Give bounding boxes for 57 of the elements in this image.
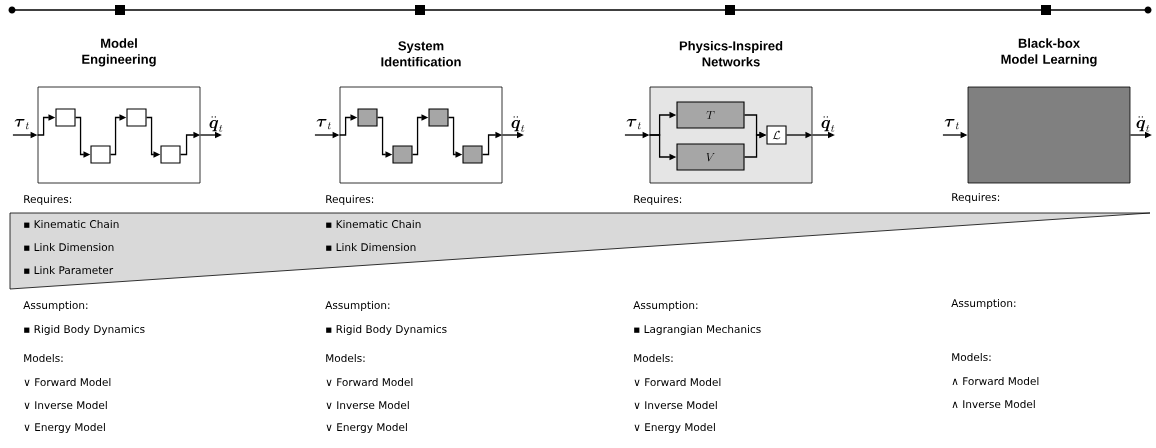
list-item: ∨ Energy Model: [326, 422, 407, 434]
block-box: [462, 145, 483, 164]
list-item: ∨ Inverse Model: [24, 400, 107, 410]
input-symbol: $\boldsymbol{\tau}_t$: [944, 118, 960, 130]
list-item: ▪ Kinematic Chain: [326, 219, 421, 229]
node-label: Model Engineering: [82, 38, 156, 67]
model-box: Black-box Model Learning: [967, 38, 1131, 184]
list-item: ▪ Link Dimension: [24, 242, 114, 252]
list-heading: Models:: [634, 353, 673, 363]
block-box: [126, 108, 147, 127]
list-item: ∨ Energy Model: [24, 422, 105, 434]
block-box: [55, 108, 76, 127]
list-heading: Assumption:: [951, 298, 1016, 310]
input-symbol: $\boldsymbol{\tau}_t$: [626, 118, 642, 130]
list-item: ▪ Rigid Body Dynamics: [326, 324, 447, 336]
list-heading: Requires:: [326, 194, 374, 206]
list-item: ∨ Forward Model: [24, 377, 111, 387]
list-item: ▪ Rigid Body Dynamics: [24, 324, 145, 336]
list-item: ▪ Lagrangian Mechanics: [634, 324, 761, 336]
list-item: ▪ Link Dimension: [326, 242, 416, 252]
output-symbol: $\ddot{\boldsymbol{q}}_t$: [821, 116, 835, 132]
model-box: System Identification: [339, 41, 503, 184]
list-heading: Requires:: [952, 192, 1000, 204]
block-box: $T$: [676, 101, 745, 129]
output-symbol: $\ddot{\boldsymbol{q}}_t$: [1136, 116, 1150, 132]
list-heading: Models:: [326, 353, 365, 363]
list-item: ∨ Forward Model: [326, 377, 413, 387]
list-item: ▪ Kinematic Chain: [24, 219, 119, 229]
block-box: $V$: [676, 143, 745, 171]
list-heading: Requires:: [24, 194, 72, 206]
list-item: ∧ Forward Model: [952, 376, 1039, 386]
list-heading: Assumption:: [325, 300, 390, 312]
block-box: [90, 145, 111, 164]
block-box: [428, 108, 449, 127]
node-label: Black-box Model Learning: [1001, 38, 1097, 67]
node-label: Physics-Inspired Networks: [679, 40, 783, 67]
block-box: [357, 108, 378, 127]
list-heading: Assumption:: [23, 300, 88, 312]
block-box: $\mathcal{L}$: [766, 125, 787, 145]
list-item: ∨ Inverse Model: [326, 400, 409, 410]
list-item: ∨ Forward Model: [634, 377, 721, 387]
block-box: [392, 145, 413, 164]
list-heading: Models:: [952, 352, 991, 362]
output-symbol: $\ddot{\boldsymbol{q}}_t$: [511, 116, 525, 132]
list-item: ∧ Inverse Model: [952, 399, 1035, 409]
list-heading: Requires:: [634, 194, 682, 206]
output-symbol: $\ddot{\boldsymbol{q}}_t$: [209, 116, 223, 132]
node-label: System Identification: [381, 41, 461, 67]
input-symbol: $\boldsymbol{\tau}_t$: [316, 118, 332, 130]
model-box: Model Engineering: [37, 38, 201, 184]
list-item: ▪ Link Parameter: [24, 265, 114, 275]
list-item: ∨ Inverse Model: [634, 400, 717, 410]
list-item: ∨ Energy Model: [634, 422, 715, 434]
input-symbol: $\boldsymbol{\tau}_t$: [14, 118, 30, 130]
list-heading: Assumption:: [633, 300, 698, 312]
list-heading: Models:: [24, 353, 63, 363]
block-box: [160, 145, 181, 164]
